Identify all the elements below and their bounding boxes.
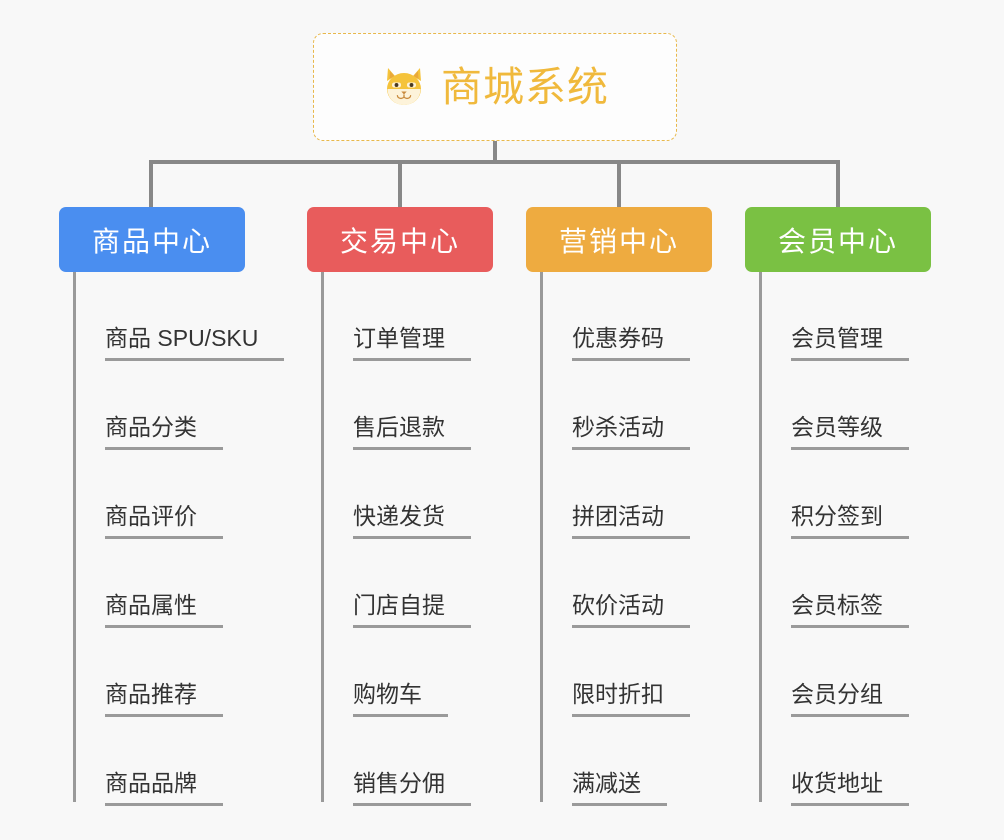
shiba-dog-icon	[381, 64, 427, 110]
connector-root-stem	[493, 141, 497, 163]
root-title: 商城系统	[441, 63, 609, 110]
list-item[interactable]: 会员等级	[759, 361, 979, 450]
list-item[interactable]: 销售分佣	[321, 717, 541, 806]
list-item[interactable]: 限时折扣	[540, 628, 760, 717]
item-label: 优惠券码	[572, 327, 690, 361]
list-item[interactable]: 购物车	[321, 628, 541, 717]
item-column-product-center: 商品 SPU/SKU 商品分类 商品评价 商品属性 商品推荐 商品品牌	[73, 272, 293, 806]
item-label: 拼团活动	[572, 505, 690, 539]
category-box-member-center[interactable]: 会员中心	[745, 207, 931, 272]
root-node[interactable]: 商城系统	[313, 33, 677, 141]
list-item[interactable]: 快递发货	[321, 450, 541, 539]
item-label: 快递发货	[353, 505, 471, 539]
item-column-marketing-center: 优惠券码 秒杀活动 拼团活动 砍价活动 限时折扣 满减送	[540, 272, 760, 806]
column-rail	[73, 272, 76, 802]
category-label: 交易中心	[339, 225, 460, 257]
list-item[interactable]: 商品分类	[73, 361, 293, 450]
item-column-member-center: 会员管理 会员等级 积分签到 会员标签 会员分组 收货地址	[759, 272, 979, 806]
item-label: 购物车	[353, 683, 448, 717]
list-item[interactable]: 积分签到	[759, 450, 979, 539]
connector-drop-4	[836, 160, 840, 208]
item-label: 会员分组	[791, 683, 909, 717]
item-label: 会员等级	[791, 416, 909, 450]
item-label: 商品 SPU/SKU	[105, 327, 285, 361]
item-label: 秒杀活动	[572, 416, 690, 450]
category-label: 营销中心	[558, 225, 679, 257]
connector-drop-3	[617, 160, 621, 208]
item-label: 商品属性	[105, 594, 223, 628]
item-label: 收货地址	[791, 772, 909, 806]
connector-drop-1	[149, 160, 153, 208]
list-item[interactable]: 会员分组	[759, 628, 979, 717]
list-item[interactable]: 售后退款	[321, 361, 541, 450]
list-item[interactable]: 商品推荐	[73, 628, 293, 717]
list-item[interactable]: 商品 SPU/SKU	[73, 272, 293, 361]
item-label: 会员管理	[791, 327, 909, 361]
list-item[interactable]: 商品属性	[73, 539, 293, 628]
item-label: 商品评价	[105, 505, 223, 539]
item-label: 售后退款	[353, 416, 471, 450]
column-rail	[759, 272, 762, 802]
list-item[interactable]: 订单管理	[321, 272, 541, 361]
column-rail	[321, 272, 324, 802]
item-label: 限时折扣	[572, 683, 690, 717]
category-box-trade-center[interactable]: 交易中心	[307, 207, 493, 272]
category-box-product-center[interactable]: 商品中心	[59, 207, 245, 272]
item-label: 满减送	[572, 772, 667, 806]
list-item[interactable]: 秒杀活动	[540, 361, 760, 450]
connector-drop-2	[398, 160, 402, 208]
item-label: 销售分佣	[353, 772, 471, 806]
category-box-marketing-center[interactable]: 营销中心	[526, 207, 712, 272]
list-item[interactable]: 拼团活动	[540, 450, 760, 539]
item-label: 订单管理	[353, 327, 471, 361]
column-rail	[540, 272, 543, 802]
item-label: 商品推荐	[105, 683, 223, 717]
item-column-trade-center: 订单管理 售后退款 快递发货 门店自提 购物车 销售分佣	[321, 272, 541, 806]
item-label: 门店自提	[353, 594, 471, 628]
item-label: 商品品牌	[105, 772, 223, 806]
category-label: 会员中心	[777, 225, 898, 257]
list-item[interactable]: 门店自提	[321, 539, 541, 628]
category-label: 商品中心	[91, 225, 212, 257]
list-item[interactable]: 商品评价	[73, 450, 293, 539]
list-item[interactable]: 商品品牌	[73, 717, 293, 806]
item-label: 砍价活动	[572, 594, 690, 628]
connector-horizontal-bus	[149, 160, 838, 164]
list-item[interactable]: 会员管理	[759, 272, 979, 361]
list-item[interactable]: 砍价活动	[540, 539, 760, 628]
list-item[interactable]: 会员标签	[759, 539, 979, 628]
list-item[interactable]: 收货地址	[759, 717, 979, 806]
item-label: 会员标签	[791, 594, 909, 628]
item-label: 商品分类	[105, 416, 223, 450]
list-item[interactable]: 优惠券码	[540, 272, 760, 361]
list-item[interactable]: 满减送	[540, 717, 760, 806]
item-label: 积分签到	[791, 505, 909, 539]
